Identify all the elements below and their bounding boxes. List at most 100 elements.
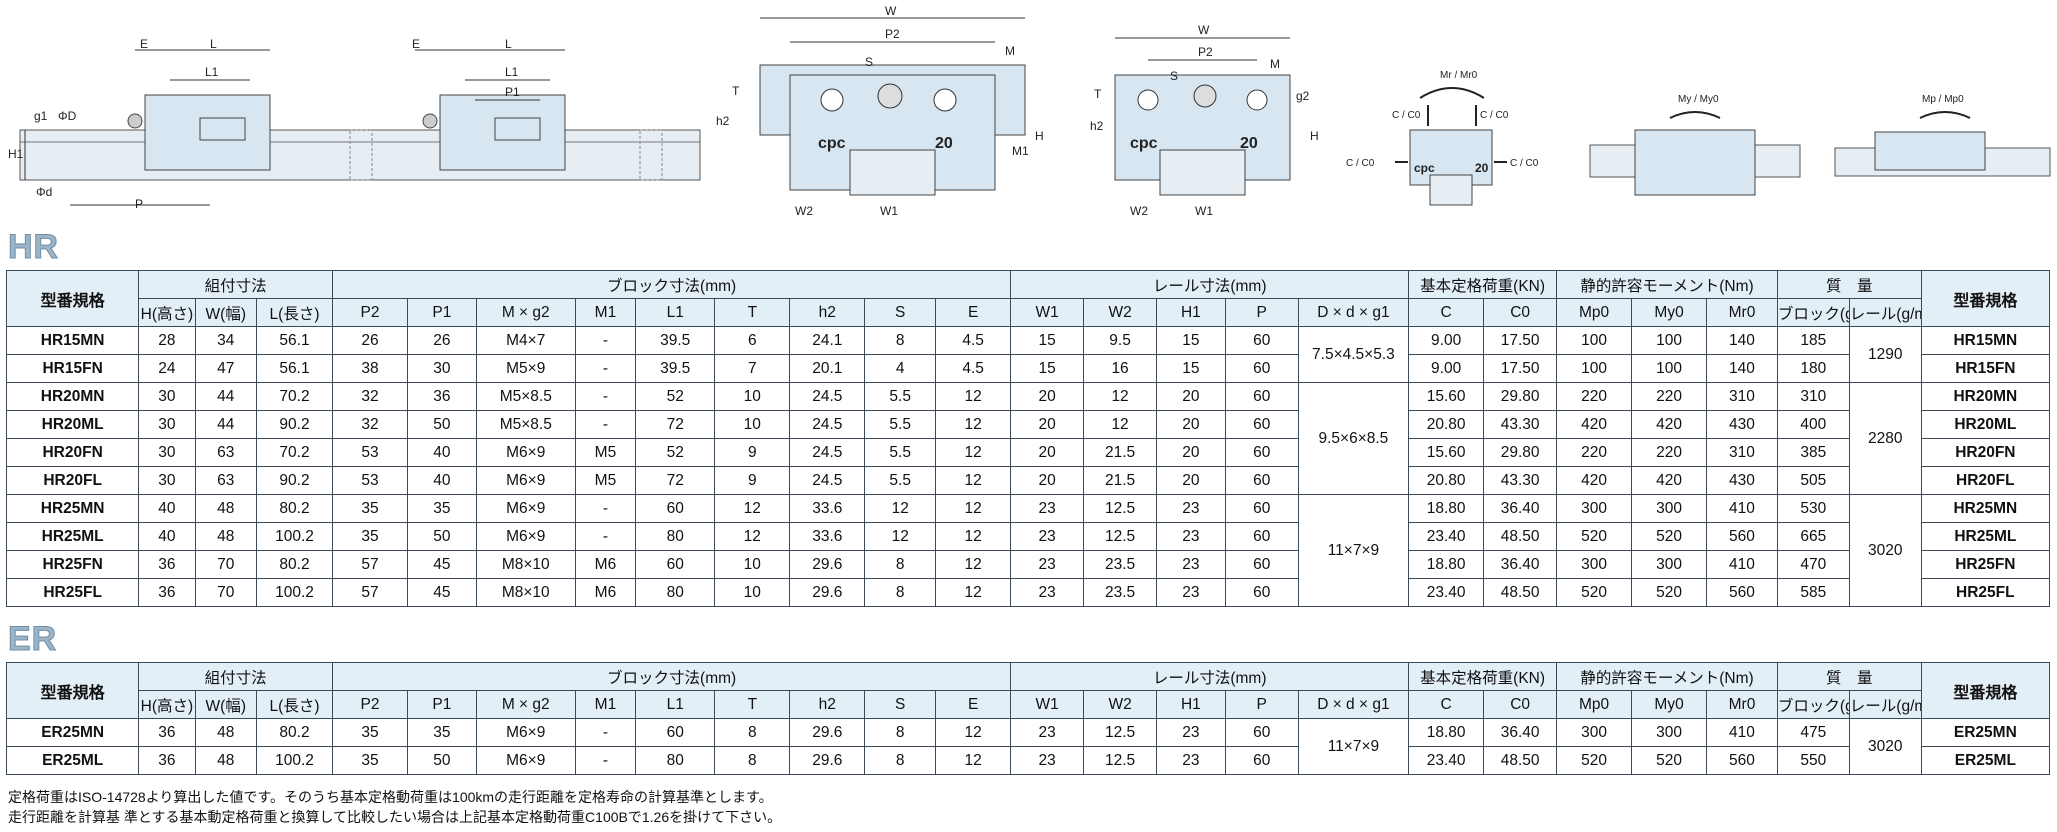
value-cell: 80 [635,578,716,607]
value-cell: 180 [1776,354,1850,383]
value-cell: 43.30 [1483,410,1558,439]
model-cell: HR15FN [1920,354,2051,383]
value-cell: M6×9 [475,522,576,551]
subheader: L1 [635,298,716,327]
value-cell: 420 [1556,410,1633,439]
rail-hole-cell: 11×7×9 [1297,494,1410,607]
footnotes: 定格荷重はISO-14728より算出した値です。そのうち基本定格動荷重は100k… [8,787,781,827]
value-cell: 60 [1224,550,1299,579]
value-cell: 60 [1224,718,1299,747]
value-cell: 60 [1224,382,1299,411]
value-cell: 420 [1631,410,1708,439]
value-cell: 60 [635,718,716,747]
value-cell: 35 [407,718,477,747]
value-cell: M5×8.5 [475,382,576,411]
value-cell: 10 [714,550,791,579]
value-cell: 300 [1556,494,1633,523]
label-W2: W2 [1130,204,1148,218]
value-cell: 23 [1010,578,1085,607]
value-cell: 63 [194,438,257,467]
value-cell: 60 [1224,578,1299,607]
value-cell: 9.00 [1408,354,1485,383]
label-E: E [412,37,420,51]
label-phiD: ΦD [58,109,77,123]
value-cell: 23 [1156,718,1226,747]
value-cell: 12 [935,382,1012,411]
model-cell: HR25FN [1920,550,2051,579]
value-cell: 23.40 [1408,522,1485,551]
value-cell: 4 [864,354,937,383]
label-P2: P2 [885,27,900,41]
value-cell: - [574,746,637,775]
value-cell: 100 [1631,354,1708,383]
value-cell: 23 [1156,522,1226,551]
subheader: D × d × g1 [1297,690,1410,719]
value-cell: 185 [1776,326,1850,355]
subheader: P2 [332,690,409,719]
value-cell: 29.6 [789,578,866,607]
er-spec-table: 型番規格 組付寸法 ブロック寸法(mm) レール寸法(mm) 基本定格荷重(KN… [5,662,2051,775]
subheader: S [864,690,937,719]
subheader: E [935,690,1012,719]
value-cell: 50 [407,522,477,551]
value-cell: 60 [635,550,716,579]
col-rail: レール寸法(mm) [1010,270,1410,299]
value-cell: - [574,382,637,411]
value-cell: 23 [1010,522,1085,551]
load-top-right: C / C0 [1480,110,1509,121]
value-cell: 16 [1083,354,1158,383]
label-h2: h2 [716,114,730,128]
label-W1: W1 [880,204,898,218]
model-cell: HR25ML [1920,522,2051,551]
label-P2: P2 [1198,45,1213,59]
value-cell: 4.5 [935,354,1012,383]
cpc-logo: cpc [1414,161,1435,175]
subheader: L1 [635,690,716,719]
value-cell: 36.40 [1483,550,1558,579]
value-cell: 36 [407,382,477,411]
value-cell: 23.40 [1408,578,1485,607]
footnote-2: 走行距離を計算基 準とする基本動定格荷重と換算して比較したい場合は上記基本定格動… [8,809,782,825]
value-cell: 20.80 [1408,466,1485,495]
value-cell: 15.60 [1408,382,1485,411]
value-cell: 23.5 [1083,578,1158,607]
value-cell: 60 [1224,746,1299,775]
footnote-1: 定格荷重はISO-14728より算出した値です。そのうち基本定格動荷重は100k… [8,789,773,805]
value-cell: 505 [1776,466,1850,495]
value-cell: 32 [332,410,409,439]
value-cell: 23 [1156,550,1226,579]
model-cell: HR20MN [1920,382,2051,411]
value-cell: - [574,494,637,523]
value-cell: 520 [1556,746,1633,775]
model-cell: HR25FL [1920,578,2051,607]
value-cell: 35 [332,494,409,523]
value-cell: 12.5 [1083,494,1158,523]
subheader: レール(g/m) [1848,690,1922,719]
value-cell: 30 [138,410,196,439]
value-cell: 310 [1706,438,1778,467]
value-cell: 36 [138,718,196,747]
value-cell: 70 [194,550,257,579]
value-cell: 35 [332,746,409,775]
subheader: L(長さ) [255,690,334,719]
value-cell: 33.6 [789,494,866,523]
value-cell: 12.5 [1083,522,1158,551]
value-cell: 70 [194,578,257,607]
value-cell: M8×10 [475,550,576,579]
value-cell: 5.5 [864,438,937,467]
subheader: C [1408,690,1485,719]
moment-label: Mr / Mr0 [1440,70,1478,81]
value-cell: 40 [407,438,477,467]
label-W: W [885,4,897,18]
value-cell: M6×9 [475,718,576,747]
value-cell: 220 [1631,382,1708,411]
value-cell: 20 [1010,466,1085,495]
col-load: 基本定格荷重(KN) [1408,662,1558,691]
value-cell: 30 [138,438,196,467]
value-cell: 12 [935,466,1012,495]
value-cell: 100 [1556,326,1633,355]
value-cell: 23.40 [1408,746,1485,775]
value-cell: M5×9 [475,354,576,383]
label-P1: P1 [505,85,520,99]
